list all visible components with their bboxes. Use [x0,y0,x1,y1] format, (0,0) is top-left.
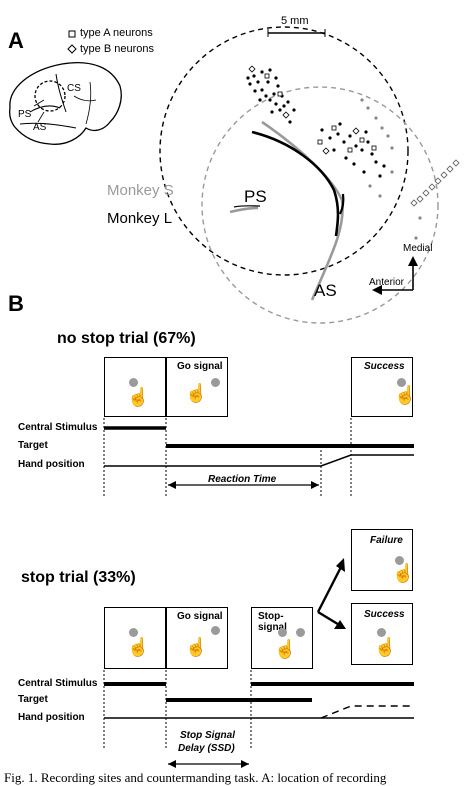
reaction-time-label: Reaction Time [208,474,277,485]
stop-box-failure: Failure ☝ [351,529,415,591]
target-dot [395,556,404,565]
recording-circle-gray [201,86,439,324]
central-stimulus-dot [377,628,386,637]
monkey-l-sulcus-ps [233,205,261,208]
no-stop-box-go: Go signal ☝ [166,357,228,417]
no-stop-box-fixation: ☝ [104,357,166,417]
direction-medial: Medial [403,243,433,254]
hand-icon: ☝ [127,637,150,657]
stop-row-target: Target [18,694,48,705]
stop-row-central: Central Stimulus [18,678,98,689]
no-stop-title: no stop trial (67%) [57,330,196,347]
sulcus-label-ps: PS [244,187,267,206]
stop-timeline [103,566,414,765]
monkey-s-sulcus-ps [229,206,259,214]
target-dot [211,378,220,387]
direction-anterior: Anterior [369,277,405,288]
hand-icon: ☝ [274,639,297,659]
scale-bar-label: 5 mm [281,15,309,27]
target-dot [397,378,406,387]
panel-b-label: B [8,291,24,316]
legend-type-b: type B neurons [80,43,154,55]
hand-icon: ☝ [374,637,397,657]
go-signal-label: Go signal [177,611,223,622]
type-a-symbol [68,30,76,38]
legend-monkey-l: Monkey L [107,210,173,227]
hand-icon: ☝ [392,563,415,583]
no-stop-row-central: Central Stimulus [18,422,98,433]
stop-box-fixation: ☝ [104,607,166,669]
no-stop-row-hand: Hand position [18,459,85,470]
neuron-chain-right [410,159,460,207]
type-b-symbol [67,44,77,54]
no-stop-box-success: Success ☝ [351,357,417,417]
stop-row-hand: Hand position [18,712,85,723]
monkey-s-sulcus-as [261,120,344,301]
legend-type-a: type A neurons [80,27,153,39]
go-signal-label: Go signal [177,361,223,372]
success-label: Success [364,609,405,620]
sulcus-label-as: AS [314,281,337,300]
panel-a-label: A [8,28,24,53]
no-stop-timeline [103,418,414,498]
target-dot [211,626,220,635]
stop-box-stop-signal: Stop-signal ☝ [251,607,313,669]
neuron-cluster-middle [320,122,386,178]
central-stimulus-dot [278,628,287,637]
monkey-l-sulcus-as [251,130,340,237]
brain-label-as: AS [33,122,47,133]
stop-box-go: Go signal ☝ [166,607,228,669]
hand-icon: ☝ [394,385,417,405]
legend-monkey-s: Monkey S [107,182,174,199]
brain-label-cs: CS [67,83,81,94]
no-stop-row-target: Target [18,440,48,451]
figure-caption: Fig. 1. Recording sites and countermandi… [4,770,387,785]
recording-circle-black [159,26,409,276]
failure-label: Failure [370,535,403,546]
central-stimulus-dot [129,628,138,637]
stop-title: stop trial (33%) [21,569,136,586]
hand-icon: ☝ [185,383,208,403]
success-label: Success [364,361,405,372]
brain-label-ps: PS [18,109,32,120]
stop-signal-label: Stop-signal [258,611,287,633]
ssd-label-line2: Delay (SSD) [178,743,235,754]
brain-outline [8,62,122,145]
hand-icon: ☝ [185,637,208,657]
stop-box-success: Success ☝ [351,603,413,665]
ssd-label-line1: Stop Signal [180,730,235,741]
hand-icon: ☝ [127,387,150,407]
central-stimulus-dot [129,378,138,387]
target-dot [296,628,305,637]
